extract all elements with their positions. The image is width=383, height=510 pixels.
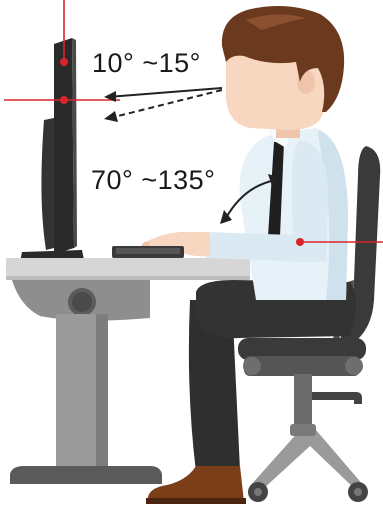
- shirt-sleeve-forearm: [206, 232, 325, 262]
- desk-leg-column-shade: [96, 314, 108, 474]
- keyboard-keys: [116, 248, 180, 254]
- chair-caster-right-hub: [354, 488, 362, 496]
- chair-armrest-knob-left: [243, 357, 261, 375]
- chair-base: [250, 430, 364, 490]
- monitor-stand-neck: [41, 118, 54, 250]
- desk-top-edge: [6, 276, 250, 280]
- horizontal-sight-line: [108, 88, 222, 97]
- monitor-screen: [54, 38, 74, 254]
- shoe-sole: [146, 498, 246, 504]
- chair-armrest-knob-right: [345, 357, 363, 375]
- chair-seat-under: [244, 356, 360, 376]
- monitor-top-marker: [60, 58, 68, 66]
- chair-caster-left-hub: [254, 488, 262, 496]
- sight-line-arrow-icon: [104, 88, 222, 122]
- viewing-angle-label: 10° ~15°: [92, 50, 201, 77]
- shoe: [148, 466, 244, 502]
- monitor: [20, 38, 84, 262]
- desk-leg-cap-inner: [72, 292, 92, 312]
- eye-level-marker: [60, 96, 68, 104]
- elbow-height-marker: [296, 238, 304, 246]
- downward-sight-arrowhead: [104, 111, 118, 122]
- chair-gas-lift: [294, 374, 312, 426]
- downward-sight-line: [110, 90, 222, 118]
- chair-base-hub: [290, 424, 316, 436]
- chair-tilt-lever: [312, 392, 362, 404]
- elbow-angle-label: 70° ~135°: [91, 167, 215, 194]
- desk-foot: [10, 466, 162, 484]
- seated-person: [112, 6, 356, 504]
